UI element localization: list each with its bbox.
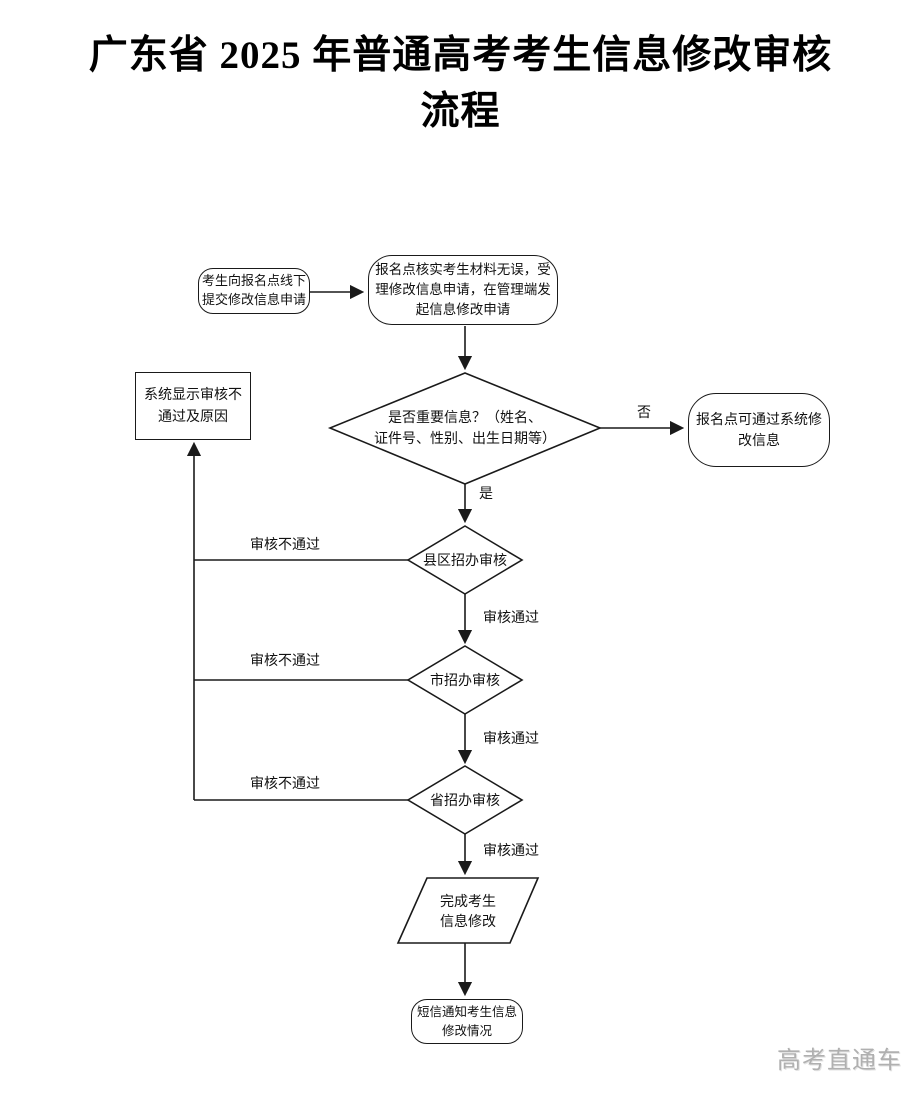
- city-review-diamond: [406, 645, 524, 715]
- watermark: 高考直通车: [777, 1047, 902, 1074]
- decision-important-diamond: [327, 372, 603, 485]
- complete-parallelogram: [396, 877, 540, 944]
- county-review-label: 县区招办审核: [423, 552, 507, 568]
- edge-label-county-fail: 审核不通过: [250, 536, 320, 552]
- city-review-label: 市招办审核: [430, 672, 500, 688]
- start-node: 考生向报名点线下 提交修改信息申请: [198, 268, 310, 314]
- province-review-label: 省招办审核: [430, 792, 500, 808]
- edge-label-no: 否: [637, 404, 651, 420]
- reject-display-node-label: 系统显示审核不: [144, 386, 242, 403]
- province-review-diamond: [406, 765, 524, 835]
- page-title-line-1: 广东省 2025 年普通高考考生信息修改审核: [88, 34, 833, 77]
- decision-shapes: [327, 372, 603, 944]
- decision-important-label: 是否重要信息？（姓名、 证件号、性别、出生日期等）: [374, 409, 556, 446]
- connectors: [186, 284, 685, 997]
- system-modify-node: 报名点可通过系统修 改信息: [688, 393, 830, 467]
- edge-label-province-pass: 审核通过: [483, 842, 539, 858]
- start-node-label: 考生向报名点线下: [201, 273, 306, 289]
- complete-node-label: 完成考生 信息修改: [440, 893, 496, 929]
- sms-notify-node-label: 短信通知考生信息: [416, 1005, 517, 1020]
- accept-node-label: 报名点核实考生材料无误，受: [375, 261, 551, 277]
- page-title-line-2: 流程: [420, 90, 501, 133]
- accept-node: 报名点核实考生材料无误，受 理修改信息申请，在管理端发 起信息修改申请: [368, 255, 558, 325]
- page-title: 广东省 2025 年普通高考考生信息修改审核 流程: [0, 28, 921, 140]
- reject-display-node: 系统显示审核不 通过及原因: [135, 372, 251, 440]
- edge-label-city-pass: 审核通过: [483, 730, 539, 746]
- sms-notify-node: 短信通知考生信息 修改情况: [411, 999, 523, 1044]
- edge-label-province-fail: 审核不通过: [250, 775, 320, 791]
- edge-label-city-fail: 审核不通过: [250, 652, 320, 668]
- edge-label-yes: 是: [479, 485, 493, 501]
- edge-label-county-pass: 审核通过: [483, 609, 539, 625]
- system-modify-node-label: 报名点可通过系统修: [696, 411, 822, 427]
- county-review-diamond: [406, 525, 524, 595]
